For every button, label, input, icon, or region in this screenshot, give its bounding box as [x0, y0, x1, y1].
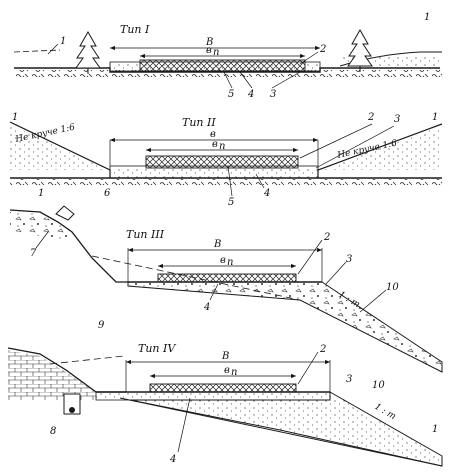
- type2-marker: 1: [38, 188, 44, 199]
- type2-pav-sub: п: [219, 141, 225, 152]
- type2-title: Тип II: [182, 116, 216, 129]
- type4-marker: 10: [372, 380, 385, 391]
- type3-total-label: B: [213, 239, 221, 250]
- section-type-2: Тип II в в п Не круче 1:6 Не круче 1:6 1…: [9, 112, 443, 208]
- type3-leader-3: [325, 261, 347, 285]
- type2-left-fill: [10, 124, 108, 170]
- type2-marker: 1: [432, 112, 438, 123]
- type3-marker: 2: [323, 232, 330, 243]
- tree-icon: [347, 28, 373, 72]
- type3-pavement-layer: [157, 273, 297, 283]
- type3-leader-10: [359, 289, 387, 313]
- type1-pav-sub: п: [213, 47, 219, 58]
- type3-leader-7: [35, 231, 49, 249]
- type2-total-label: в: [210, 129, 216, 140]
- type3-title: Тип III: [126, 228, 165, 241]
- type3-marker: 9: [98, 320, 105, 331]
- type2-marker: 3: [394, 114, 400, 125]
- type4-leader-4: [177, 397, 191, 453]
- type3-terrain: [9, 209, 128, 283]
- type1-marker: 3: [270, 89, 276, 100]
- type2-marker: 4: [263, 188, 270, 199]
- type1-pav-label: в: [206, 45, 212, 56]
- type1-marker: 2: [319, 44, 326, 55]
- type4-title: Тип IV: [138, 342, 176, 355]
- type4-total-label: B: [221, 351, 229, 362]
- type1-marker: 1: [60, 36, 66, 47]
- type4-marker: 8: [50, 426, 56, 437]
- type3-marker: 10: [386, 282, 399, 293]
- type4-pav-sub: п: [231, 367, 237, 378]
- section-type-3: Тип III B в п 1 : m 2 3 4 7 9 10: [9, 205, 443, 373]
- type2-leader-3: [315, 125, 395, 169]
- type2-marker: 6: [104, 188, 111, 199]
- type1-leader-1: [47, 43, 59, 55]
- type2-leader-5: [227, 165, 233, 197]
- type1-title: Тип I: [120, 23, 150, 36]
- type1-marker: 4: [247, 89, 254, 100]
- type1-leader-4: [239, 71, 253, 89]
- type2-leader-2: [299, 123, 373, 159]
- type1-leader-3: [271, 71, 301, 89]
- type1-pavement-layer: [139, 59, 306, 72]
- type4-embankment: [129, 391, 443, 467]
- type1-total-label: B: [205, 37, 213, 48]
- type3-ditch: [55, 205, 75, 221]
- type4-cut-slope-dashed: [49, 355, 125, 365]
- type4-leader-2: [297, 351, 319, 385]
- type3-marker: 7: [30, 248, 37, 259]
- type3-pav-sub: п: [227, 257, 233, 268]
- type4-drain-circle: [69, 407, 75, 413]
- type2-pav-label: в: [212, 139, 218, 150]
- type4-rock-fill: [8, 350, 96, 400]
- type1-marker: 5: [228, 89, 234, 100]
- type1-soil-band: [12, 70, 442, 77]
- type1-leader-2: [299, 51, 319, 65]
- type4-marker: 2: [319, 344, 326, 355]
- type3-marker: 4: [203, 302, 210, 313]
- tree-icon: [75, 30, 101, 74]
- type2-leader-4: [255, 173, 265, 189]
- type3-leader-2: [297, 239, 323, 275]
- type2-marker: 2: [367, 112, 374, 123]
- type1-leader-5: [223, 71, 233, 89]
- type4-marker: 4: [169, 454, 176, 465]
- type1-dashed-edge: [13, 49, 61, 53]
- type2-soil-band: [10, 179, 442, 185]
- type2-right-fill: [320, 126, 442, 170]
- type3-embankment: [127, 281, 443, 373]
- type1-marker: 1: [424, 12, 430, 23]
- type2-marker: 5: [228, 197, 234, 208]
- type4-pavement-layer: [149, 383, 297, 393]
- type4-drain-pipe: [63, 393, 81, 415]
- type3-pav-label: в: [220, 255, 226, 266]
- type4-base-slope: [119, 397, 443, 467]
- type3-leader-4: [209, 283, 219, 301]
- type4-marker: 1: [432, 424, 438, 435]
- type3-terrain-fill: [10, 212, 72, 240]
- section-type-4: Тип IV B в п 1 : m 1 2 3 4 8 10: [7, 342, 443, 467]
- type3-marker: 3: [346, 254, 352, 265]
- type4-marker: 3: [346, 374, 352, 385]
- type2-pavement-layer: [145, 155, 299, 169]
- type2-marker: 1: [12, 112, 18, 123]
- type4-pav-label: в: [224, 365, 230, 376]
- type4-base-layer: [95, 391, 331, 401]
- section-type-1: Тип I B в п 1 1 2 3 4 5: [12, 12, 442, 100]
